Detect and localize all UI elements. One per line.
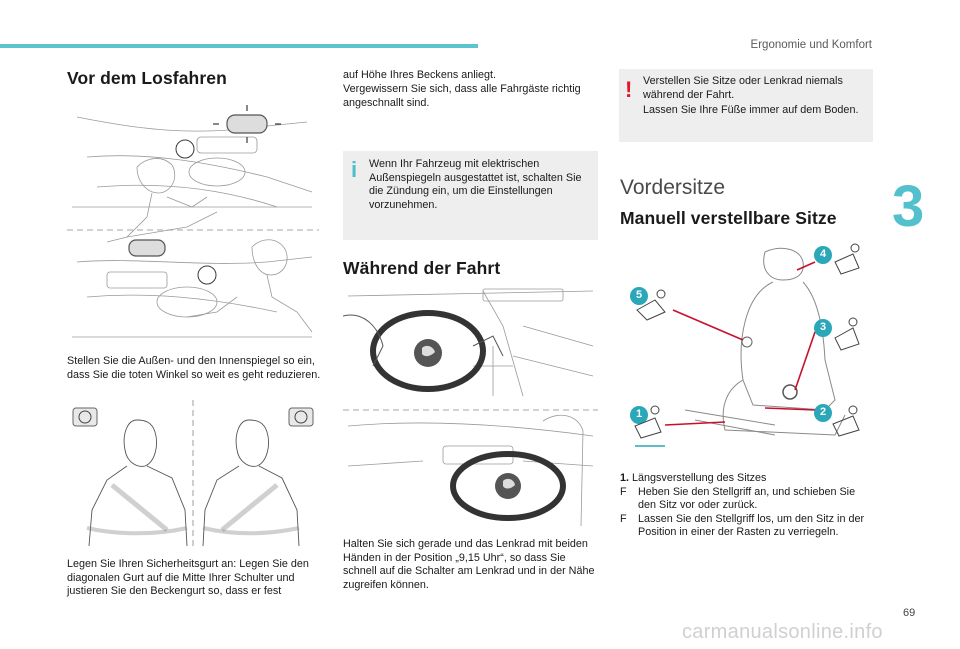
callout-1 — [630, 406, 648, 424]
info-text: Wenn Ihr Fahrzeug mit elektrischen Außen… — [369, 158, 582, 211]
callout-2 — [814, 404, 832, 422]
info-icon: i — [351, 157, 358, 182]
warning-icon: ! — [625, 77, 633, 102]
callout-4 — [814, 246, 832, 264]
continued-paragraph-1: auf Höhe Ihres Beckens anliegt. — [343, 69, 497, 81]
callout-5 — [630, 287, 648, 305]
watermark: carmanualsonline.info — [682, 621, 883, 643]
warning-text-2: Lassen Sie Ihre Füße immer auf dem Boden… — [643, 104, 859, 116]
manual-seat-illustration — [625, 240, 870, 455]
callout-1-label: 1 — [635, 408, 643, 420]
item-1-bullet-2: F Lassen Sie den Stellgriff los, um den … — [620, 512, 865, 539]
callout-3 — [814, 319, 832, 337]
bullet-glyph: F — [620, 485, 627, 498]
item-1: 1. Längsverstellung des Sitzes F Heben S… — [620, 472, 875, 540]
seatbelt-illustration — [67, 400, 319, 546]
callout-2-label: 2 — [819, 406, 827, 418]
section-title-front-seats: Vordersitze — [620, 176, 726, 199]
driving-posture-illustration — [343, 286, 598, 526]
continued-paragraph-2: Vergewissern Sie sich, dass alle Fahrgäs… — [343, 83, 581, 109]
title-while-driving: Während der Fahrt — [343, 258, 501, 278]
title-before-driving: Vor dem Losfahren — [67, 68, 227, 88]
mirrors-paragraph: Stellen Sie die Außen- und den Innenspie… — [67, 355, 321, 381]
chapter-number: 3 — [892, 174, 925, 239]
top-accent-bar — [0, 44, 478, 48]
title-manual-seats: Manuell verstellbare Sitze — [620, 208, 837, 228]
bullet-glyph: F — [620, 512, 627, 525]
seatbelt-paragraph: Legen Sie Ihren Sicherheitsgurt an: Lege… — [67, 558, 309, 598]
callout-4-label: 4 — [819, 248, 827, 260]
callout-5-label: 5 — [635, 289, 643, 301]
warning-panel: ! Verstellen Sie Sitze oder Lenkrad niem… — [619, 69, 873, 142]
item-1-bullet-1: F Heben Sie den Stellgriff an, und schie… — [620, 485, 856, 512]
callout-3-label: 3 — [819, 321, 827, 333]
item-1-number: 1. — [620, 472, 630, 484]
section-header: Ergonomie und Komfort — [750, 39, 872, 51]
info-panel: i Wenn Ihr Fahrzeug mit elektrischen Auß… — [343, 151, 598, 240]
item-1-title: Längsverstellung des Sitzes — [632, 472, 767, 484]
page-number: 69 — [903, 607, 916, 619]
mirror-adjustment-illustration — [67, 97, 319, 347]
driving-paragraph: Halten Sie sich gerade und das Lenkrad m… — [343, 538, 595, 591]
warning-text-1: Verstellen Sie Sitze oder Lenkrad niemal… — [643, 75, 843, 101]
